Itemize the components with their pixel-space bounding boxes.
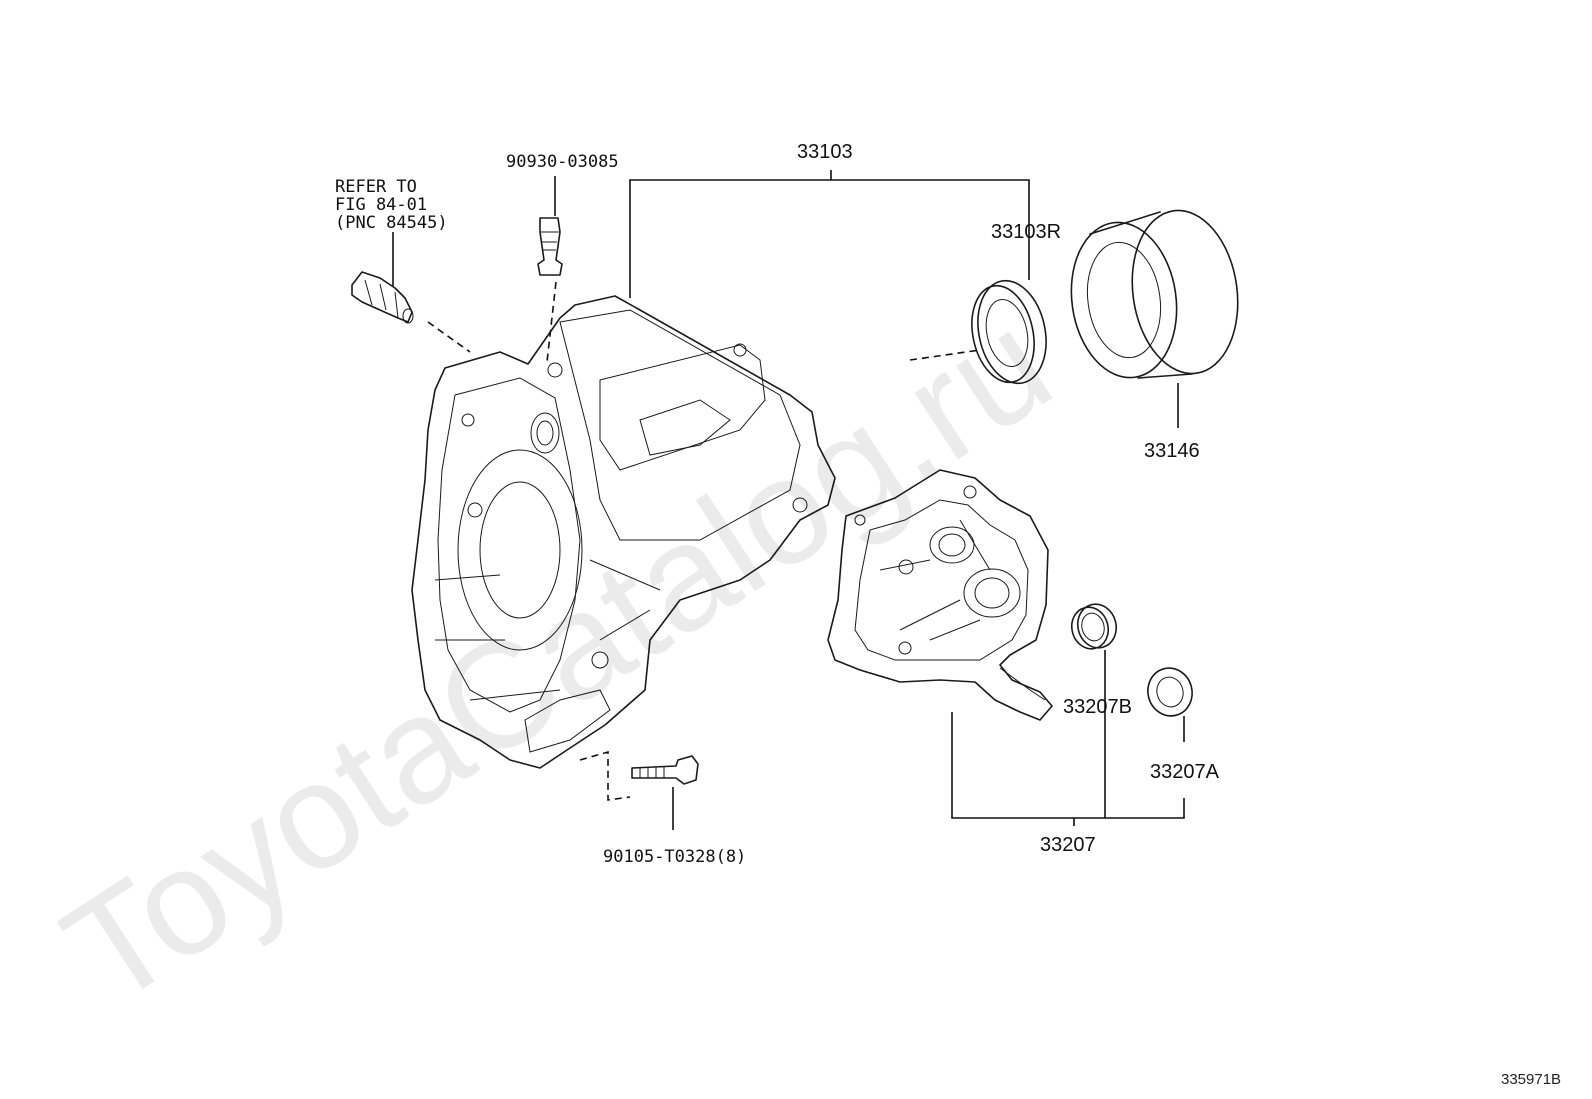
watermark: ToyotaCatalog.ru — [36, 278, 1079, 1037]
extension-housing-33207[interactable] — [827, 469, 1053, 721]
oil-seal-33103R[interactable] — [963, 274, 1055, 389]
bolt[interactable] — [631, 755, 699, 785]
label-33146: 33146 — [1144, 440, 1200, 462]
seal-33207A[interactable] — [1143, 663, 1198, 721]
cover-33146[interactable] — [1062, 204, 1248, 385]
plug[interactable] — [537, 217, 563, 276]
labels: 33103 33103R 33146 90930-03085 REFER TO … — [335, 141, 1561, 1088]
label-33103: 33103 — [797, 141, 853, 163]
label-33207: 33207 — [1040, 834, 1096, 856]
label-ref-line3: (PNC 84545) — [335, 213, 448, 233]
label-33207A: 33207A — [1150, 761, 1220, 783]
label-ref-line1: REFER TO — [335, 177, 417, 197]
label-33103R: 33103R — [991, 221, 1061, 243]
leader-lines — [392, 170, 1185, 830]
seal-33207B[interactable] — [1067, 600, 1121, 653]
speed-sensor[interactable] — [351, 271, 414, 324]
label-33207B: 33207B — [1063, 696, 1132, 718]
transfer-housing[interactable] — [411, 295, 836, 769]
assembly-lines — [427, 281, 981, 801]
label-bolt: 90105-T0328(8) — [603, 847, 746, 867]
figure-id: 335971B — [1501, 1071, 1561, 1088]
label-plug: 90930-03085 — [506, 152, 619, 172]
label-ref-line2: FIG 84-01 — [335, 195, 427, 215]
